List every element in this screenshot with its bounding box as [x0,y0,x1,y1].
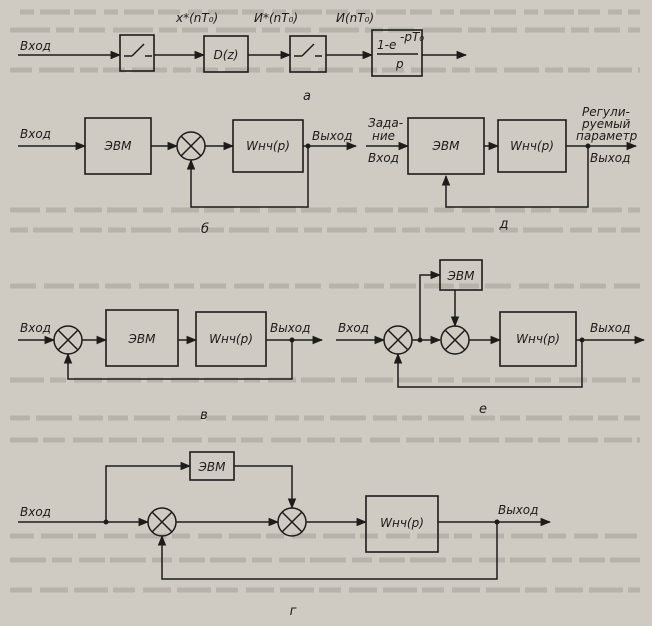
setpoint-label-2: ние [372,129,395,143]
d-z-label: D(z) [214,48,239,62]
signal-x-label: x*(nT₀) [175,11,218,25]
computer-label: ЭВМ [104,139,133,153]
diagram-d: Зада- ние Вход ЭВМ Wнч(p) Регули- руемый… [366,105,638,232]
setpoint-label-1: Зада- [368,116,403,130]
diagram-g: Вход ЭВМ Wнч(p) Выход г [18,451,552,619]
output-label: Выход [590,321,630,335]
d-z-block [203,35,249,73]
feedback-line [63,340,293,380]
hold-block [371,29,423,77]
computer-label: ЭВМ [128,332,157,346]
hold-exponent: -pT₀ [400,30,424,44]
feedback-line [393,340,583,388]
computer-label: ЭВМ [432,139,461,153]
sampler-block-2 [289,35,327,73]
caption-b: б [201,222,209,237]
plant-block [499,311,577,367]
input-label: Вход [20,127,51,141]
caption-d: д [499,217,509,232]
diagram-v: Вход ЭВМ Wнч(p) Выход в [18,309,324,423]
caption-e: е [479,402,487,417]
diagram-b: Вход ЭВМ Wнч(p) Выход б [18,117,358,237]
caption-v: в [200,408,208,423]
plant-label: Wнч(p) [380,516,424,530]
switch-icon [294,43,322,57]
hold-numerator: 1-e [377,38,396,52]
input-label: Вход [20,505,51,519]
caption-g: г [290,604,297,619]
signal-u-label: И*(nT₀) [254,11,298,25]
plant-label: Wнч(p) [246,139,290,153]
input-label: Вход [20,39,51,53]
plant-block [195,311,267,367]
sampler-block-1 [119,34,155,72]
feedforward-line [419,270,442,340]
param-label-2: руемый [581,117,631,131]
feedforward-line [105,461,192,522]
plant-label: Wнч(p) [209,332,253,346]
plant-label: Wнч(p) [516,332,560,346]
output-label: Выход [312,129,352,143]
plant-block [365,495,439,553]
input-label: Вход [338,321,369,335]
param-label-1: Регули- [582,105,630,119]
diagram-a: Вход x*(nT₀) D(z) И*(nT₀) И(nT₀) 1-e -pT… [18,11,468,104]
hold-denominator: p [395,57,404,71]
computer-label: ЭВМ [198,460,227,474]
feedback-line [441,146,589,208]
computer-block [105,309,179,367]
computer-label: ЭВМ [447,269,476,283]
diagram-e: Вход ЭВМ Wнч(p) Выход е [336,259,646,417]
input-label: Вход [20,321,51,335]
feedback-line [157,522,498,580]
param-label-3: параметр [576,129,638,143]
caption-a: а [303,89,311,104]
input-label: Вход [368,151,399,165]
output-label: Выход [270,321,310,335]
plant-label: Wнч(p) [510,139,554,153]
output-label: Выход [590,151,630,165]
feedback-line [186,146,309,208]
switch-icon [124,43,152,57]
output-label: Выход [498,503,538,517]
signal-u2-label: И(nT₀) [336,11,374,25]
